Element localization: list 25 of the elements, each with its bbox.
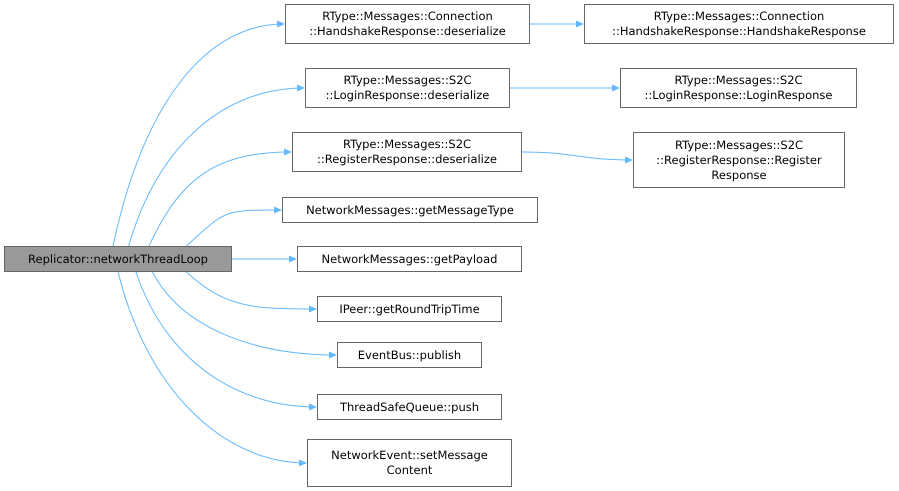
- function-box: RType::Messages::S2C ::RegisterResponse::deserialize: [292, 132, 522, 172]
- function-box: EventBus::publish: [337, 342, 482, 368]
- function-box: RType::Messages::Connection ::HandshakeResponse::HandshakeResponse: [584, 4, 894, 44]
- arrow: [128, 84, 305, 246]
- arrow: [118, 272, 307, 466]
- arrow: [148, 148, 292, 246]
- function-box: IPeer::getRoundTripTime: [317, 296, 502, 322]
- function-box: NetworkMessages::getPayload: [297, 246, 522, 272]
- function-box: RType::Messages::Connection ::HandshakeResponse::deserialize: [285, 4, 530, 44]
- arrow: [232, 256, 297, 262]
- arrow: [530, 20, 584, 28]
- arrow: [510, 84, 620, 92]
- function-box: NetworkMessages::getMessageType: [282, 197, 538, 223]
- function-box: Replicator::networkThreadLoop: [4, 246, 232, 272]
- function-box: RType::Messages::S2C ::LoginResponse::deserialize: [305, 68, 510, 108]
- function-box: NetworkEvent::setMessage Content: [307, 439, 512, 487]
- arrow: [135, 272, 317, 410]
- arrow: [186, 206, 282, 246]
- function-box: RType::Messages::S2C ::LoginResponse::LoginResponse: [620, 68, 857, 108]
- function-box: ThreadSafeQueue::push: [317, 394, 502, 420]
- arrow: [112, 21, 285, 246]
- function-box: RType::Messages::S2C ::RegisterResponse::Register Response: [633, 132, 845, 188]
- arrow: [186, 272, 317, 312]
- arrow: [522, 152, 633, 164]
- arrow: [152, 272, 337, 358]
